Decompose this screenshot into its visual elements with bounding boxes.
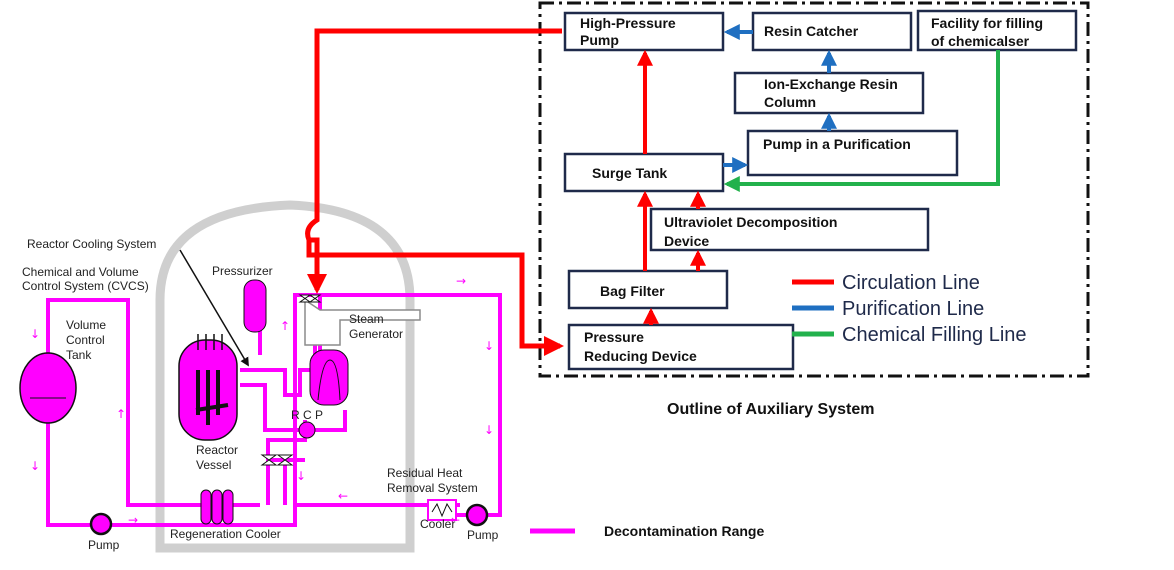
purification-arrows [723,24,837,173]
uv-device-line1: Ultraviolet Decomposition [664,214,837,230]
svg-text:↓: ↓ [484,339,494,353]
chemical-filling-line [723,50,1000,192]
containment-vessel [155,200,415,553]
reactor-cooling-pointer [179,249,249,367]
residual-heat-label-1: Residual Heat [387,466,463,480]
auxiliary-system-caption: Outline of Auxiliary System [667,401,874,418]
volume-control-tank-label-3: Tank [66,348,92,362]
svg-text:↓: ↓ [30,459,40,473]
pressurizer-shape [243,279,267,333]
ion-exchange-box [733,71,925,115]
pump-left-label: Pump [88,538,120,552]
svg-text:→: → [128,513,138,527]
auxiliary-boxes: High-Pressure Pump Resin Catcher Facilit… [563,9,1078,371]
ion-exchange-line1: Ion-Exchange Resin [764,76,898,92]
rcp-label: R C P [291,408,323,422]
legend-label-circulation: Circulation Line [842,272,980,294]
reactor-vessel-label-1: Reactor [196,443,238,457]
auxiliary-system-boundary [538,1,1090,378]
pump-purification-box [746,129,959,177]
cvcs-label-line2: Control System (CVCS) [22,279,149,293]
svg-text:→: → [456,274,466,288]
facility-filling-line2: of chemicalser [931,33,1030,49]
reactor-plant: ↓ ↓ ↑ → → ↓ ↓ ← ↑ ↓ ← Reactor Cooling Sy… [19,200,502,553]
high-pressure-pump-box [563,11,725,52]
cooler-label: Cooler [420,517,455,531]
residual-heat-label-2: Removal System [387,481,478,495]
svg-text:↓: ↓ [296,469,306,483]
pump-right-label: Pump [467,528,499,542]
pump-right-shape [465,503,489,527]
ion-exchange-line2: Column [764,94,816,110]
svg-text:↑: ↑ [116,407,126,421]
facility-filling-line1: Facility for filling [931,15,1043,31]
bag-filter-label: Bag Filter [600,283,665,299]
surge-tank-box [563,152,725,193]
rcp-shape [298,421,316,439]
svg-text:↓: ↓ [30,327,40,341]
high-pressure-pump-line2: Pump [580,32,619,48]
pump-purification-label: Pump in a Purification [763,136,911,152]
svg-text:←: ← [338,489,348,503]
uv-device-line2: Device [664,233,709,249]
legend-label-purification: Purification Line [842,298,984,320]
cooler-shape [427,499,457,521]
reactor-vessel-label-2: Vessel [196,458,231,472]
surge-tank-label: Surge Tank [592,165,667,181]
uv-device-box [649,207,930,252]
svg-text:↑: ↑ [280,319,290,333]
steam-generator-label-2: Generator [349,327,403,341]
pressure-reducing-box [567,323,795,371]
pressure-reducing-line1: Pressure [584,329,644,345]
volume-control-tank-shape [19,352,77,424]
resin-catcher-box [751,11,913,52]
circulation-line-main [305,28,564,356]
pump-left-shape [89,512,113,536]
pressurizer-label: Pressurizer [212,264,273,278]
regeneration-cooler-label: Regeneration Cooler [170,527,281,541]
resin-catcher-label: Resin Catcher [764,23,859,39]
decontamination-range-label: Decontamination Range [604,523,764,539]
high-pressure-pump-line1: High-Pressure [580,15,676,31]
legend: Circulation Line Purification Line Chemi… [792,272,1027,346]
steam-generator-label-1: Steam [349,312,384,326]
svg-text:←: ← [450,513,460,527]
pressure-reducing-line2: Reducing Device [584,348,697,364]
cvcs-label-line1: Chemical and Volume [22,265,139,279]
svg-text:↓: ↓ [484,423,494,437]
steam-generator-shape [304,298,421,346]
volume-control-tank-label-1: Volume [66,318,106,332]
volume-control-tank-label-2: Control [66,333,105,347]
circulation-arrows [637,49,706,325]
legend-label-chemical: Chemical Filling Line [842,324,1027,346]
reactor-cooling-system-label: Reactor Cooling System [27,237,156,251]
regeneration-cooler-shape [200,489,234,525]
